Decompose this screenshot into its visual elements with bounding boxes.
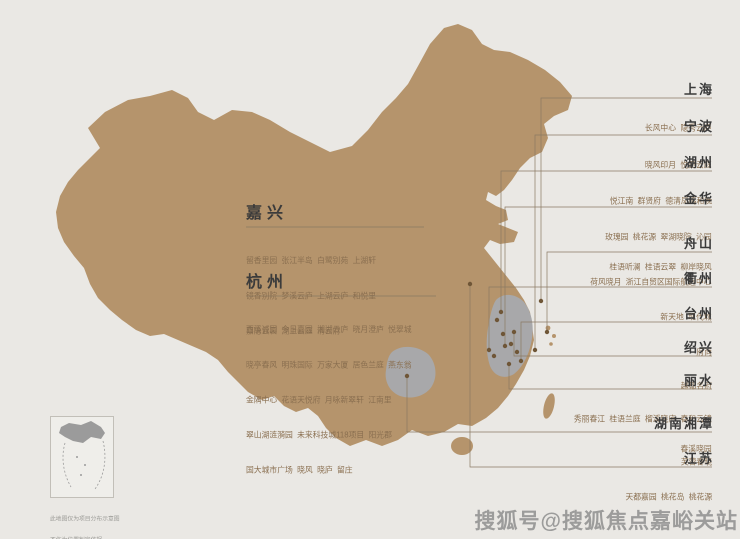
taiwan-island: [543, 393, 555, 419]
project-list: 秀丽春江 桂语兰庭 榴溪晓庐 春和云镜 春溪晓园: [574, 394, 712, 475]
project-row: 秀丽春江 桂语兰庭 榴溪晓庐 春和云镜: [574, 415, 712, 424]
project-list: 玫瑰园 桃花源 翠湖晓院 沁园 桂语听澜 桂语云翠 柳岸晓风: [605, 212, 712, 293]
project-row: 晓风印月 悦见云庭: [645, 161, 712, 170]
project-list: 荷风晓月 浙江自贸区国际航运中心: [591, 257, 712, 308]
city-block-taizhou: 台州 府尚: [684, 306, 712, 392]
inset-caption-line: 此地图仅为项目分布示意图: [50, 515, 120, 523]
city-block-huzhou: 湖州 悦江南 群贤府 德清凤鸣和晚: [581, 155, 712, 241]
china-outline: [56, 24, 572, 446]
inset-caption: 此地图仅为项目分布示意图 不作为位置判定依据: [50, 502, 120, 539]
project-row: 玫瑰园 桃花源 翠湖晓院 沁园: [605, 233, 712, 242]
city-block-jiangsu: 江苏 天都嘉园 桃花岛 桃花源: [601, 451, 712, 537]
city-name: 宁波: [683, 119, 714, 134]
project-row: 西溪诚园 今日嘉园 湘湖云庐 晓月澄庐 悦翠城: [246, 325, 412, 335]
project-list: 留香里园 张江半岛 白鹭别苑 上湖轩 镜香别院 梦溪云庐 上湖云庐 和悦里 嘉隐…: [246, 232, 376, 361]
project-list: 西溪诚园 今日嘉园 湘湖云庐 晓月澄庐 悦翠城 晓亭春风 明珠国际 万家大厦 居…: [246, 301, 412, 500]
city-block-quzhou: 衢州 新天地 现代城: [646, 271, 712, 357]
project-list: 悦江南 群贤府 德清凤鸣和晚: [610, 176, 712, 227]
project-list: 天都嘉园 桃花岛 桃花源: [625, 472, 712, 523]
city-block-jiaxing: 嘉兴 留香里园 张江半岛 白鹭别苑 上湖轩 镜香别院 梦溪云庐 上湖云庐 和悦里…: [246, 204, 413, 397]
project-row: 春溪晓园: [680, 445, 712, 455]
project-row: 镜香别院 梦溪云庐 上湖云庐 和悦里: [246, 292, 377, 301]
project-row: 长风中心 隐秀云庐: [645, 124, 712, 133]
city-name: 杭州: [246, 274, 289, 291]
city-block-hangzhou: 杭州 西溪诚园 今日嘉园 湘湖云庐 晓月澄庐 悦翠城 晓亭春风 明珠国际 万家大…: [246, 273, 458, 539]
project-row: 天都嘉园 桃花岛 桃花源: [625, 493, 712, 502]
city-block-jinhua: 金华 玫瑰园 桃花源 翠湖晓院 沁园 桂语听澜 桂语云翠 柳岸晓风: [575, 191, 712, 316]
city-block-ningbo: 宁波 晓风印月 悦见云庭: [626, 119, 712, 205]
city-block-hunan-xiangtan: 湖南湘潭 芙蓉春晓: [654, 416, 712, 502]
city-name: 湖州: [683, 155, 714, 170]
project-list: 府尚: [690, 327, 712, 378]
city-name: 嘉兴: [246, 205, 289, 222]
project-row: 金隅中心 花语天悦府 月咏新翠轩 江南里: [246, 396, 392, 405]
city-name: 绍兴: [683, 340, 714, 355]
south-china-sea-inset: [50, 416, 114, 498]
city-name: 江苏: [683, 451, 714, 466]
project-row: 府尚: [696, 348, 712, 357]
project-row: 芙蓉春晓: [680, 458, 712, 467]
project-row: 越都名府: [680, 382, 712, 391]
project-list: 晓风印月 悦见云庭: [645, 140, 712, 191]
city-name: 金华: [683, 191, 714, 206]
hunan-highlight: [385, 346, 436, 398]
connector-lines: [246, 97, 712, 468]
city-block-shanghai: 上海 长风中心 隐秀云庐: [626, 82, 712, 168]
project-list: 芙蓉春晓: [667, 437, 712, 488]
project-row: 晓亭春风 明珠国际 万家大厦 居色兰庭 燕东翁: [246, 361, 412, 370]
hainan-island: [451, 437, 473, 455]
project-row: 嘉隐云裳 湖上云庭 清云府: [246, 327, 341, 336]
project-row: 翠山湖涟漪园 未来科技城118项目 阳光郡: [246, 431, 392, 440]
city-block-shaoxing: 绍兴 越都名府: [672, 340, 712, 426]
city-name: 台州: [683, 306, 714, 321]
city-block-zhoushan: 舟山 荷风晓月 浙江自贸区国际航运中心: [556, 236, 712, 322]
project-row: 新天地 现代城: [660, 313, 712, 322]
project-list: 新天地 现代城: [661, 292, 712, 343]
inset-caption-line: 不作为位置判定依据: [50, 537, 120, 539]
project-row: 荷风晓月 浙江自贸区国际航运中心: [590, 278, 712, 287]
city-name: 衢州: [683, 271, 714, 286]
city-name: 丽水: [683, 373, 714, 388]
city-name: 湖南湘潭: [653, 416, 714, 431]
project-list: 越都名府: [681, 361, 712, 412]
project-row: 悦江南 群贤府 德清凤鸣和晚: [609, 197, 712, 206]
project-dots: [404, 281, 550, 379]
city-name: 上海: [683, 82, 714, 97]
city-name: 舟山: [683, 236, 714, 251]
project-list: 长风中心 隐秀云庐: [645, 103, 712, 154]
project-row: 留香里园 张江半岛 白鹭别苑 上湖轩: [246, 256, 377, 266]
inset-mini-map: [59, 421, 106, 490]
watermark: 搜狐号@搜狐焦点嘉峪关站: [474, 510, 738, 533]
project-row: 桂语听澜 桂语云翠 柳岸晓风: [609, 263, 712, 273]
project-row: 国大城市广场 晓风 晓庐 留庄: [246, 466, 353, 475]
city-block-lishui: 丽水 秀丽春江 桂语兰庭 榴溪晓庐 春和云镜 春溪晓园: [535, 373, 712, 498]
